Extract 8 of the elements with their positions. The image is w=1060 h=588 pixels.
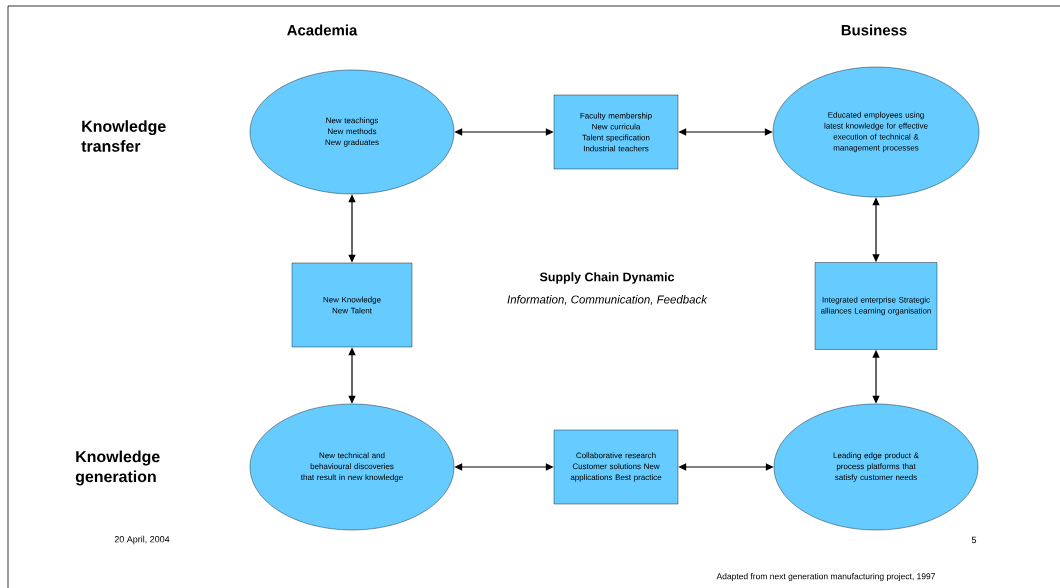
text-label: 20 April, 2004	[114, 535, 170, 545]
text-label: Knowledge generation	[75, 450, 160, 486]
text-label: Business	[841, 24, 907, 36]
text-label: Academia	[287, 24, 358, 36]
text-label: Adapted from next generation manufacturing project, 1997	[716, 573, 935, 581]
text-label: Supply Chain Dynamic	[539, 272, 675, 284]
text-label: Knowledge transfer	[81, 120, 166, 152]
text-label: Information, Communication, Feedback	[507, 295, 708, 305]
